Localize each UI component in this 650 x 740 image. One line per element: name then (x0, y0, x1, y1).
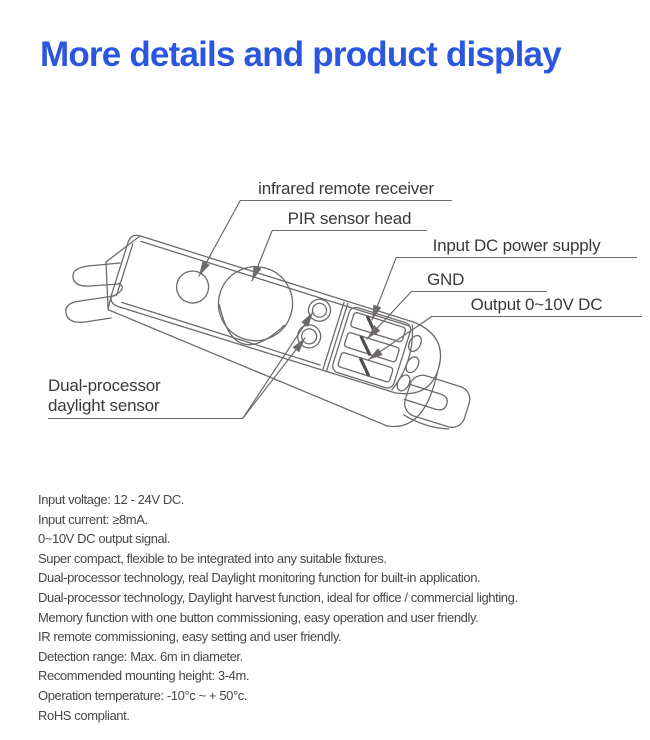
spec-line: Dual-processor technology, Daylight harv… (38, 589, 518, 605)
leader-line-gnd (366, 291, 412, 340)
leader-line-daylight-top (242, 311, 314, 419)
spec-line: Memory function with one button commissi… (38, 609, 479, 625)
callout-input-dc-power-supply: Input DC power supply (396, 235, 637, 258)
leader-line-pir (251, 230, 273, 282)
ir-receiver-circle (175, 270, 210, 304)
spec-line: 0~10V DC output signal. (38, 531, 171, 547)
spec-line: Detection range: Max. 6m in diameter. (38, 648, 243, 664)
spec-line: Input current: ≥8mA. (38, 511, 148, 527)
spec-line: Operation temperature: -10°c ~ + 50°c. (38, 687, 248, 703)
callout-dual-processor-daylight-sensor: Dual-processor daylight sensor (48, 376, 243, 419)
callout-infrared-remote-receiver: infrared remote receiver (240, 178, 452, 201)
spec-list: Input voltage: 12 - 24V DC. Input curren… (38, 490, 638, 725)
callout-pir-sensor-head: PIR sensor head (272, 208, 427, 231)
callout-daylight-line2: daylight sensor (48, 396, 160, 415)
callout-gnd: GND (411, 269, 547, 292)
mounting-ear-right (402, 374, 471, 430)
daylight-sensor-circle-top (307, 298, 332, 322)
pir-dome (217, 266, 294, 346)
callout-daylight-line1: Dual-processor (48, 376, 161, 395)
device-body (107, 234, 442, 428)
leader-line-daylight-bottom (242, 337, 306, 419)
spec-line: RoHS compliant. (38, 707, 130, 723)
spec-line: IR remote commissioning, easy setting an… (38, 629, 342, 645)
product-line-drawing (65, 200, 471, 430)
spec-line: Super compact, flexible to be integrated… (38, 550, 387, 566)
product-diagram: infrared remote receiver PIR sensor head… (48, 178, 642, 430)
wire-holes (391, 324, 422, 392)
leader-line-infrared (198, 200, 241, 277)
callout-output-0-10v-dc: Output 0~10V DC (431, 294, 642, 317)
spec-line: Input voltage: 12 - 24V DC. (38, 492, 185, 507)
spec-line: Dual-processor technology, real Daylight… (38, 570, 481, 586)
spec-line: Recommended mounting height: 3-4m. (38, 668, 250, 684)
leader-line-input-dc (371, 257, 397, 321)
leader-line-output (367, 316, 432, 361)
device-top-face (110, 234, 442, 395)
page-title: More details and product display (40, 35, 562, 74)
